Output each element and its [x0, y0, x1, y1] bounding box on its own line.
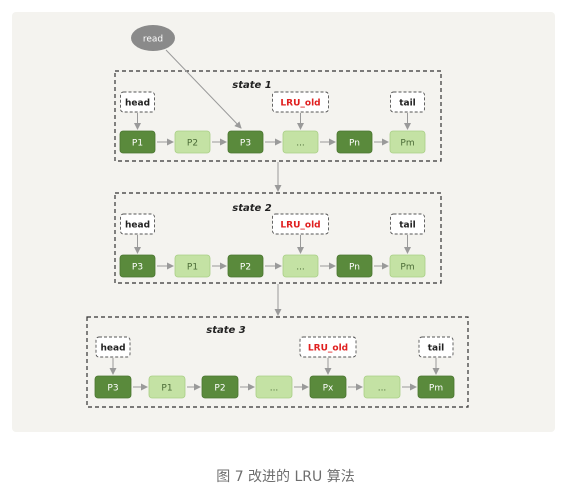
- list-node: [119, 254, 156, 278]
- state-frame: [114, 70, 442, 162]
- list-node-label: Pm: [429, 384, 443, 394]
- head-pointer-box: [120, 91, 155, 113]
- list-node-label: P3: [107, 384, 118, 394]
- list-node-label: P2: [187, 139, 198, 149]
- tail-pointer-label: tail: [399, 99, 416, 109]
- list-node: [389, 130, 426, 154]
- head-pointer-label: head: [100, 344, 125, 354]
- list-node: [94, 375, 132, 399]
- list-node-label: Px: [323, 384, 334, 394]
- list-node: [227, 254, 264, 278]
- list-node-label: P1: [161, 384, 172, 394]
- tail-pointer-label: tail: [399, 221, 416, 231]
- head-pointer-label: head: [125, 221, 150, 231]
- list-node: [309, 375, 347, 399]
- state-3-group: state 3 P3 P1 P2... Px... Pm head LRU_old tail: [86, 316, 469, 408]
- list-node-label: ...: [378, 384, 387, 394]
- list-node: [336, 130, 373, 154]
- list-node-label: P2: [214, 384, 225, 394]
- list-node: [389, 254, 426, 278]
- list-node: [119, 130, 156, 154]
- tail-pointer-box: [390, 91, 425, 113]
- state-2-group: state 2 P3 P1 P2... Pn Pm head LRU_old tail: [114, 192, 442, 284]
- list-node: [255, 375, 293, 399]
- list-node: [363, 375, 401, 399]
- figure-caption: 图 7 改进的 LRU 算法: [216, 469, 355, 485]
- read-arrow: [165, 49, 242, 129]
- list-node-label: ...: [296, 263, 305, 273]
- list-node-label: ...: [270, 384, 279, 394]
- read-request-label: read: [143, 35, 163, 45]
- list-node: [336, 254, 373, 278]
- list-node-label: P1: [132, 139, 143, 149]
- tail-pointer-box: [418, 336, 454, 358]
- lru-old-pointer-label: LRU_old: [280, 99, 320, 109]
- state-title: state 1: [232, 80, 271, 91]
- read-request-bubble: [131, 25, 175, 51]
- list-node: [174, 130, 211, 154]
- list-node: [148, 375, 186, 399]
- state-title: state 3: [206, 325, 246, 336]
- list-node-label: Pn: [349, 139, 360, 149]
- state-title: state 2: [232, 203, 272, 214]
- list-node-label: P1: [187, 263, 198, 273]
- list-node-label: P3: [132, 263, 143, 273]
- list-node: [417, 375, 455, 399]
- head-pointer-label: head: [125, 99, 150, 109]
- state-frame: [114, 192, 442, 284]
- head-pointer-box: [95, 336, 131, 358]
- list-node: [201, 375, 239, 399]
- head-pointer-box: [120, 213, 155, 235]
- list-node-label: Pn: [349, 263, 360, 273]
- lru-old-pointer-box: [272, 213, 329, 235]
- list-node-label: P3: [240, 139, 251, 149]
- list-node: [174, 254, 211, 278]
- lru-old-pointer-label: LRU_old: [280, 221, 320, 231]
- list-node: [227, 130, 264, 154]
- list-node-label: Pm: [400, 263, 414, 273]
- list-node-label: ...: [296, 139, 305, 149]
- list-node-label: Pm: [400, 139, 414, 149]
- list-node-label: P2: [240, 263, 251, 273]
- tail-pointer-box: [390, 213, 425, 235]
- state-frame: [86, 316, 469, 408]
- lru-old-pointer-label: LRU_old: [308, 344, 348, 354]
- list-node: [282, 254, 319, 278]
- tail-pointer-label: tail: [428, 344, 445, 354]
- state-1-group: state 1 P1 P2 P3... Pn Pm head LRU_old tail: [114, 70, 442, 162]
- list-node: [282, 130, 319, 154]
- lru-old-pointer-box: [299, 336, 357, 358]
- lru-old-pointer-box: [272, 91, 329, 113]
